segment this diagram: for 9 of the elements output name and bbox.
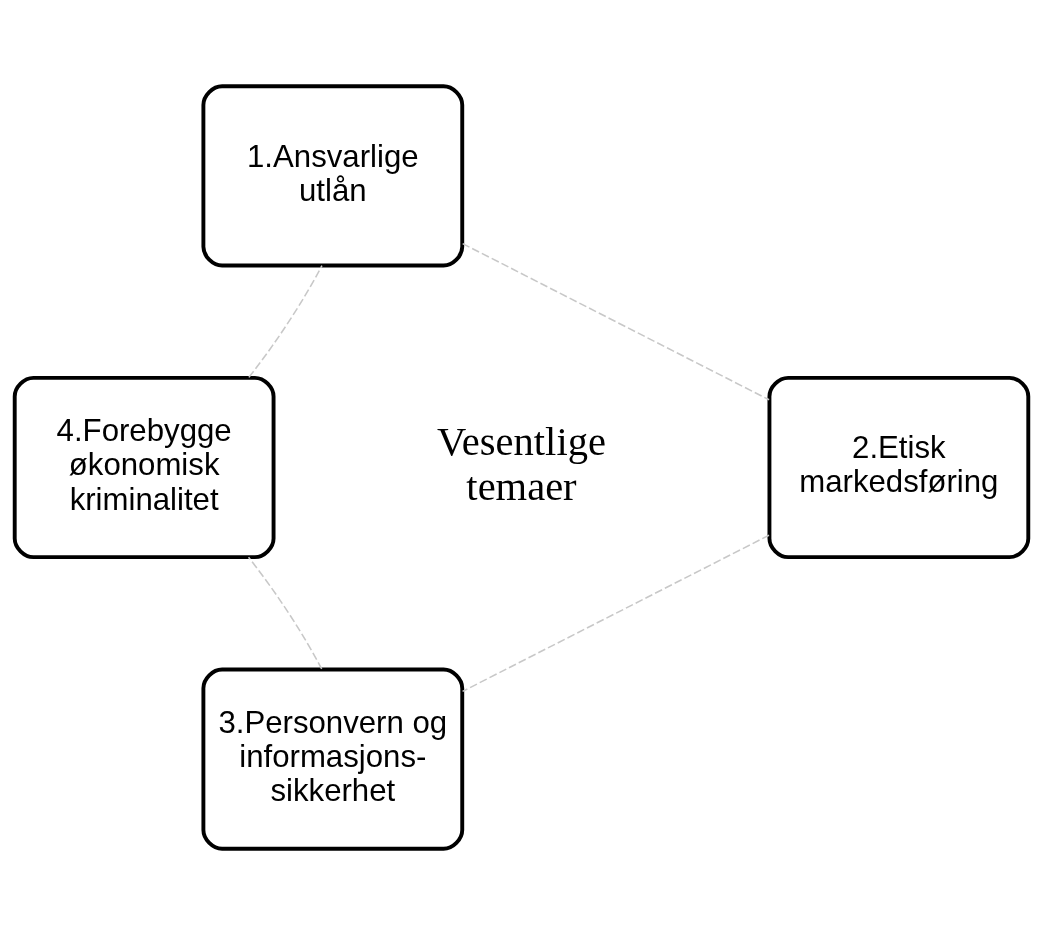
label: Vesentlige temaer [437,418,606,509]
node-box: 4.Forebygge økonomisk kriminalitet [12,375,276,560]
connector [248,264,323,379]
node-box: 2.Etisk markedsføring [767,375,1031,560]
connector [247,556,323,670]
node-box: 3.Personvern og informasjons- sikkerhet [201,667,465,851]
connector [461,534,770,693]
connector [461,242,770,401]
node-box: 1.Ansvarlige utlån [201,84,465,268]
